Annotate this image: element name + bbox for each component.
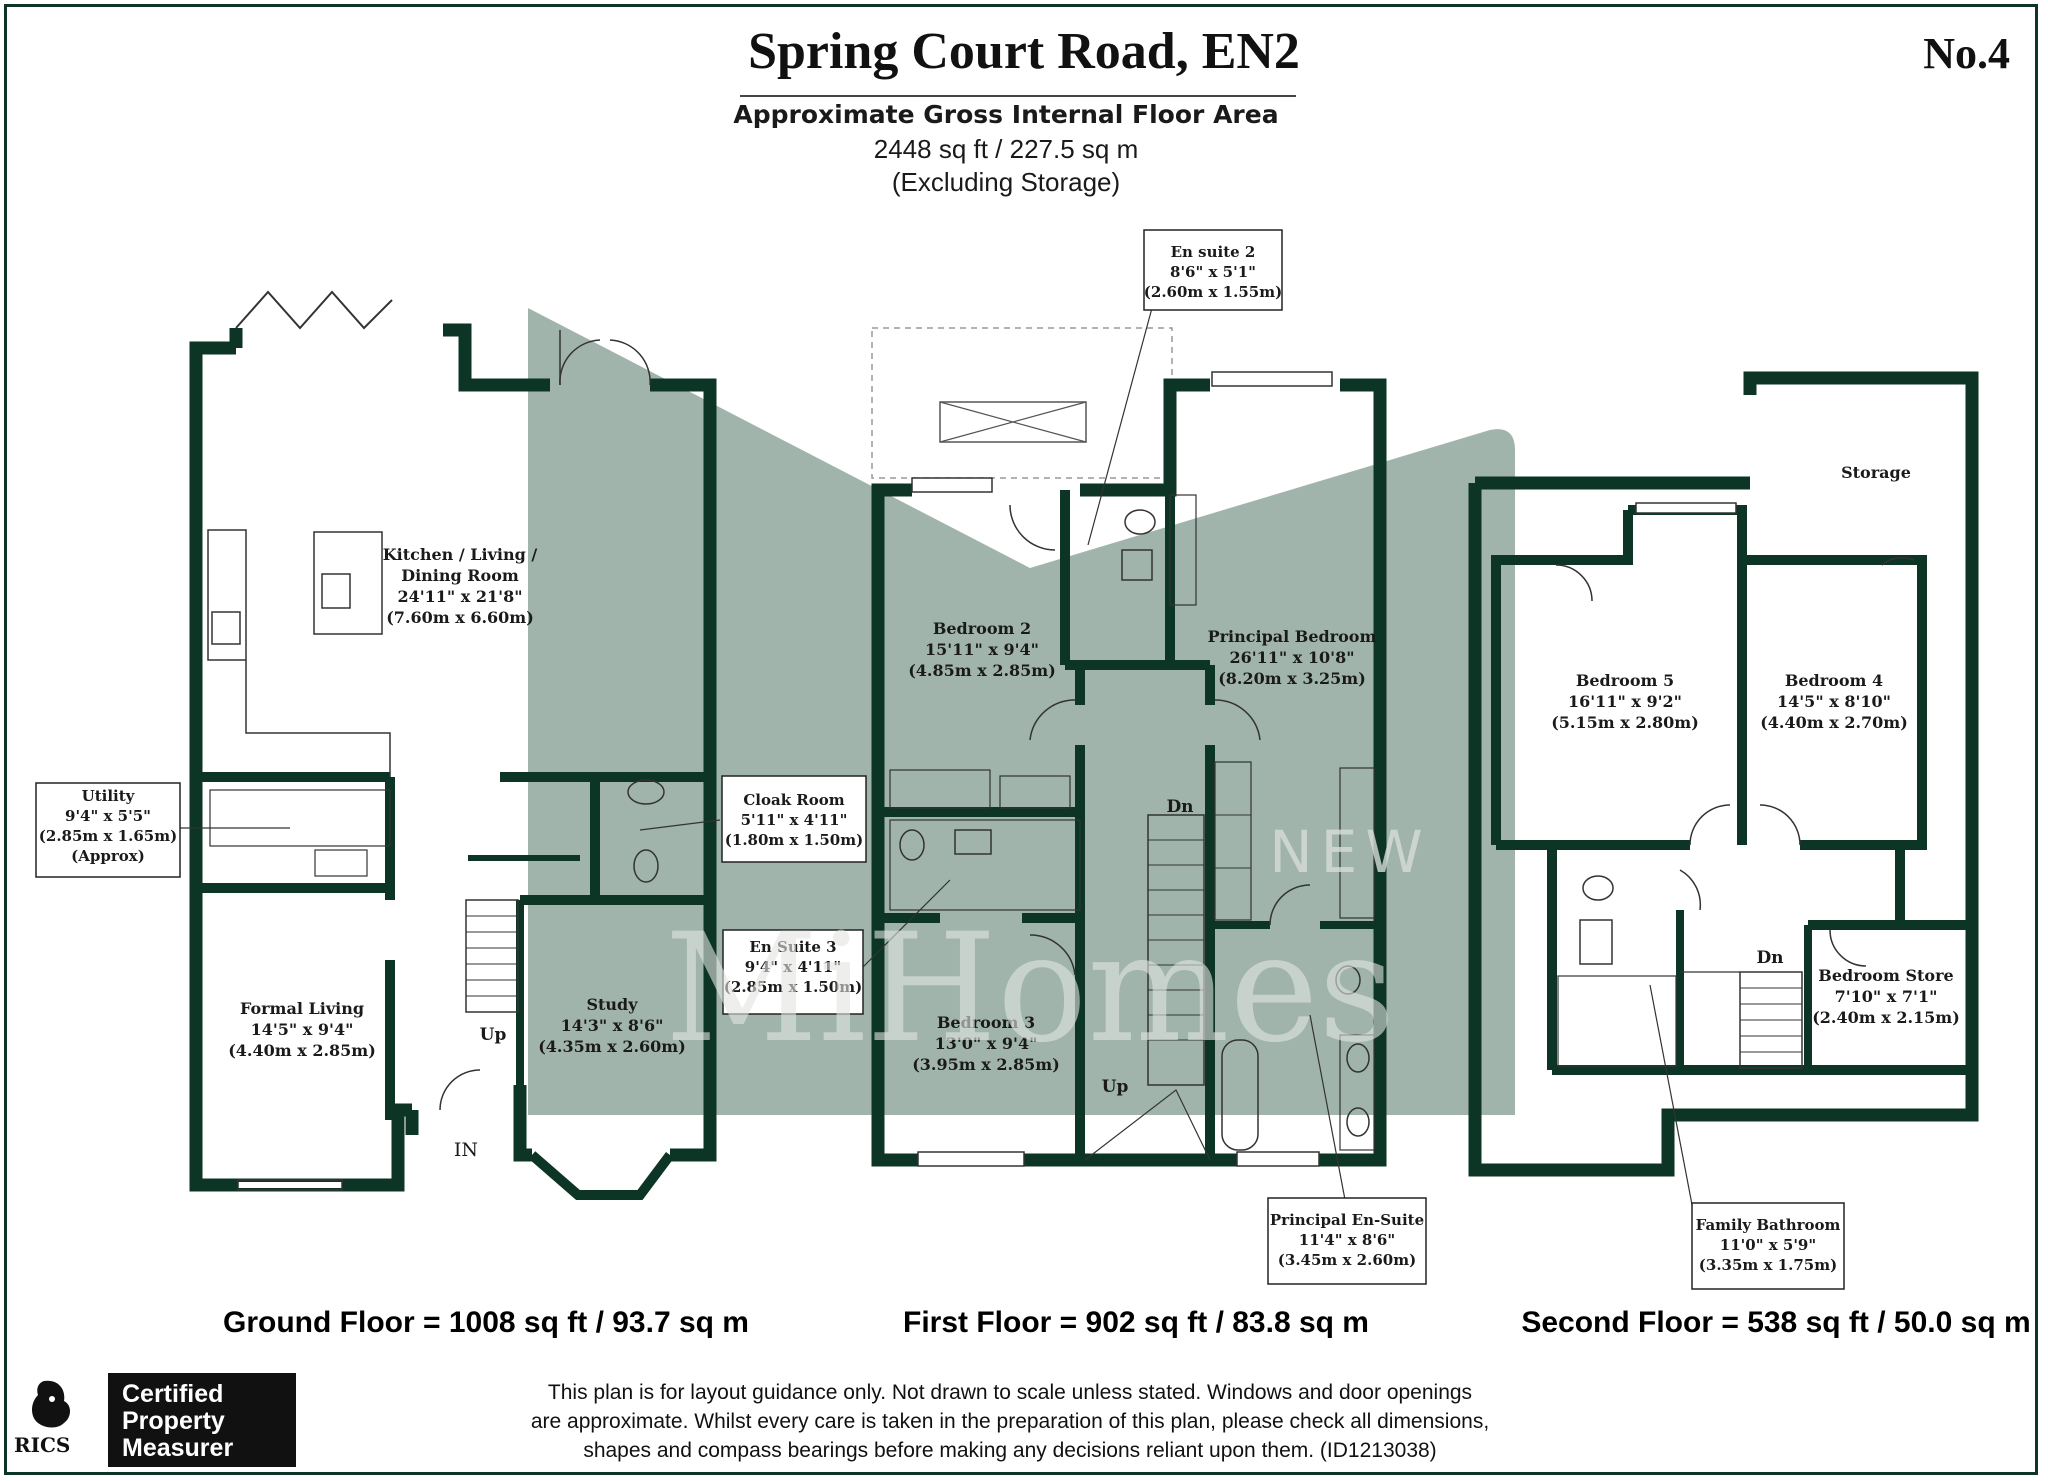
second-floor-plan (1468, 371, 1979, 1177)
bedroom-4-label-line: (4.40m x 2.70m) (1760, 713, 1908, 732)
en-suite-3-callout-line: (2.85m x 1.50m) (724, 978, 862, 996)
principal-en-suite-callout-box (1267, 1197, 1427, 1285)
family-bathroom-callout-line: (3.35m x 1.75m) (1699, 1256, 1837, 1274)
en-suite-3-callout-box (722, 929, 864, 1015)
study-label-line: 14'3" x 8'6" (561, 1016, 664, 1035)
bedroom-store-label-line: Bedroom Store (1818, 966, 1953, 985)
first-dn-marker: Dn (1166, 797, 1193, 817)
utility-callout-box (35, 782, 181, 878)
rics-logo-text: RICS (14, 1433, 71, 1457)
bedroom-5-label-line: 16'11" x 9'2" (1568, 692, 1682, 711)
first-floor-plan (871, 327, 1387, 1167)
bedroom-4-label-line: Bedroom 4 (1785, 671, 1883, 690)
bedroom-2-label-line: 15'11" x 9'4" (925, 640, 1039, 659)
principal-bedroom-label-line: 26'11" x 10'8" (1229, 648, 1354, 667)
ground-in-marker: IN (454, 1139, 478, 1161)
principal-bedroom-label-line: Principal Bedroom (1208, 627, 1377, 646)
en-suite-3-callout-line: En Suite 3 (749, 938, 836, 956)
cloak-room-callout-line: (1.80m x 1.50m) (725, 831, 863, 849)
disclaimer-line: This plan is for layout guidance only. N… (547, 1381, 1473, 1404)
formal-living-label-line: Formal Living (240, 999, 364, 1018)
family-bathroom-callout-box (1691, 1202, 1845, 1290)
formal-living-label-line: 14'5" x 9'4" (251, 1020, 354, 1039)
page-title: Spring Court Road, EN2 (748, 23, 1300, 80)
gia-note: (Excluding Storage) (891, 167, 1121, 197)
ground-up-marker: Up (480, 1025, 507, 1045)
bedroom-store-label-line: (2.40m x 2.15m) (1812, 1008, 1960, 1027)
second-dn-marker: Dn (1756, 948, 1783, 968)
badge-line: Measurer (122, 1434, 234, 1462)
utility-callout-line: (Approx) (71, 847, 145, 865)
ground-floor-plan (189, 290, 717, 1200)
utility-callout-line: Utility (82, 787, 136, 805)
room-labels: Kitchen / Living / Dining Room 24'11" x 21… (228, 463, 1960, 1074)
storage-label-line: Storage (1841, 463, 1911, 482)
disclaimer-line: are approximate. Whilst every care is ta… (530, 1410, 1490, 1433)
study-label-line: Study (586, 995, 638, 1014)
bedroom-5-label-line: (5.15m x 2.80m) (1551, 713, 1699, 732)
family-bathroom-callout-line: 11'0" x 5'9" (1720, 1236, 1816, 1254)
page-frame (4, 4, 2038, 1475)
watermark-new: NEW (1269, 818, 1430, 886)
callout-labels: Utility 9'4" x 5'5" (2.85m x 1.65m) (Approx… (39, 243, 1841, 1274)
ground-floor-summary: Ground Floor = 1008 sq ft / 93.7 sq m (223, 1306, 749, 1339)
principal-en-suite-callout-line: 11'4" x 8'6" (1299, 1231, 1395, 1249)
principal-bedroom-label-line: (8.20m x 3.25m) (1218, 669, 1366, 688)
plot-number: No.4 (1923, 29, 2010, 78)
en-suite-2-callout-line: 8'6" x 5'1" (1170, 263, 1256, 281)
study-label-line: (4.35m x 2.60m) (538, 1037, 686, 1056)
kitchen-label-line: Dining Room (401, 566, 519, 585)
principal-en-suite-callout-line: (3.45m x 2.60m) (1278, 1251, 1416, 1269)
en-suite-2-callout-line: (2.60m x 1.55m) (1144, 283, 1282, 301)
bedroom-4-label-line: 14'5" x 8'10" (1777, 692, 1891, 711)
badge-line: Certified (122, 1380, 224, 1408)
watermark-mihomes: MiHomes (665, 902, 1396, 1076)
bedroom-2-label-line: (4.85m x 2.85m) (908, 661, 1056, 680)
kitchen-label-line: 24'11" x 21'8" (397, 587, 522, 606)
cloak-room-callout-box (721, 775, 867, 863)
family-bathroom-callout-line: Family Bathroom (1696, 1216, 1841, 1234)
gia-value: 2448 sq ft / 227.5 sq m (873, 134, 1139, 164)
kitchen-label-line: Kitchen / Living / (383, 545, 538, 564)
en-suite-2-callout-box (1143, 229, 1283, 311)
badge-line: Property (122, 1407, 225, 1435)
kitchen-label-line: (7.60m x 6.60m) (386, 608, 534, 627)
title-rule (740, 95, 1296, 97)
en-suite-3-callout-line: 9'4" x 4'11" (745, 958, 841, 976)
utility-callout-line: 9'4" x 5'5" (65, 807, 151, 825)
bedroom-2-label-line: Bedroom 2 (933, 619, 1031, 638)
utility-callout-line: (2.85m x 1.65m) (39, 827, 177, 845)
gia-heading: Approximate Gross Internal Floor Area (733, 100, 1279, 129)
bedroom-store-label-line: 7'10" x 7'1" (1835, 987, 1938, 1006)
bedroom-5-label-line: Bedroom 5 (1576, 671, 1674, 690)
formal-living-label-line: (4.40m x 2.85m) (228, 1041, 376, 1060)
callout-leaders (180, 307, 1699, 1237)
watermark-shape (528, 308, 1515, 1115)
second-floor-summary: Second Floor = 538 sq ft / 50.0 sq m (1521, 1306, 2030, 1339)
first-floor-summary: First Floor = 902 sq ft / 83.8 sq m (903, 1306, 1369, 1339)
certified-property-measurer-badge: Certified Property Measurer (108, 1373, 296, 1467)
first-up-marker: Up (1102, 1077, 1129, 1097)
bedroom-3-label-line: Bedroom 3 (937, 1013, 1035, 1032)
principal-en-suite-callout-line: Principal En-Suite (1270, 1211, 1424, 1229)
cloak-room-callout-line: 5'11" x 4'11" (741, 811, 848, 829)
cloak-room-callout-line: Cloak Room (743, 791, 844, 809)
disclaimer-line: shapes and compass bearings before makin… (583, 1439, 1437, 1462)
bedroom-3-label-line: (3.95m x 2.85m) (912, 1055, 1060, 1074)
rics-lion-icon (32, 1380, 70, 1428)
bedroom-3-label-line: 13'0" x 9'4" (935, 1034, 1038, 1053)
disclaimer: This plan is for layout guidance only. N… (460, 1378, 1560, 1465)
en-suite-2-callout-line: En suite 2 (1171, 243, 1256, 261)
